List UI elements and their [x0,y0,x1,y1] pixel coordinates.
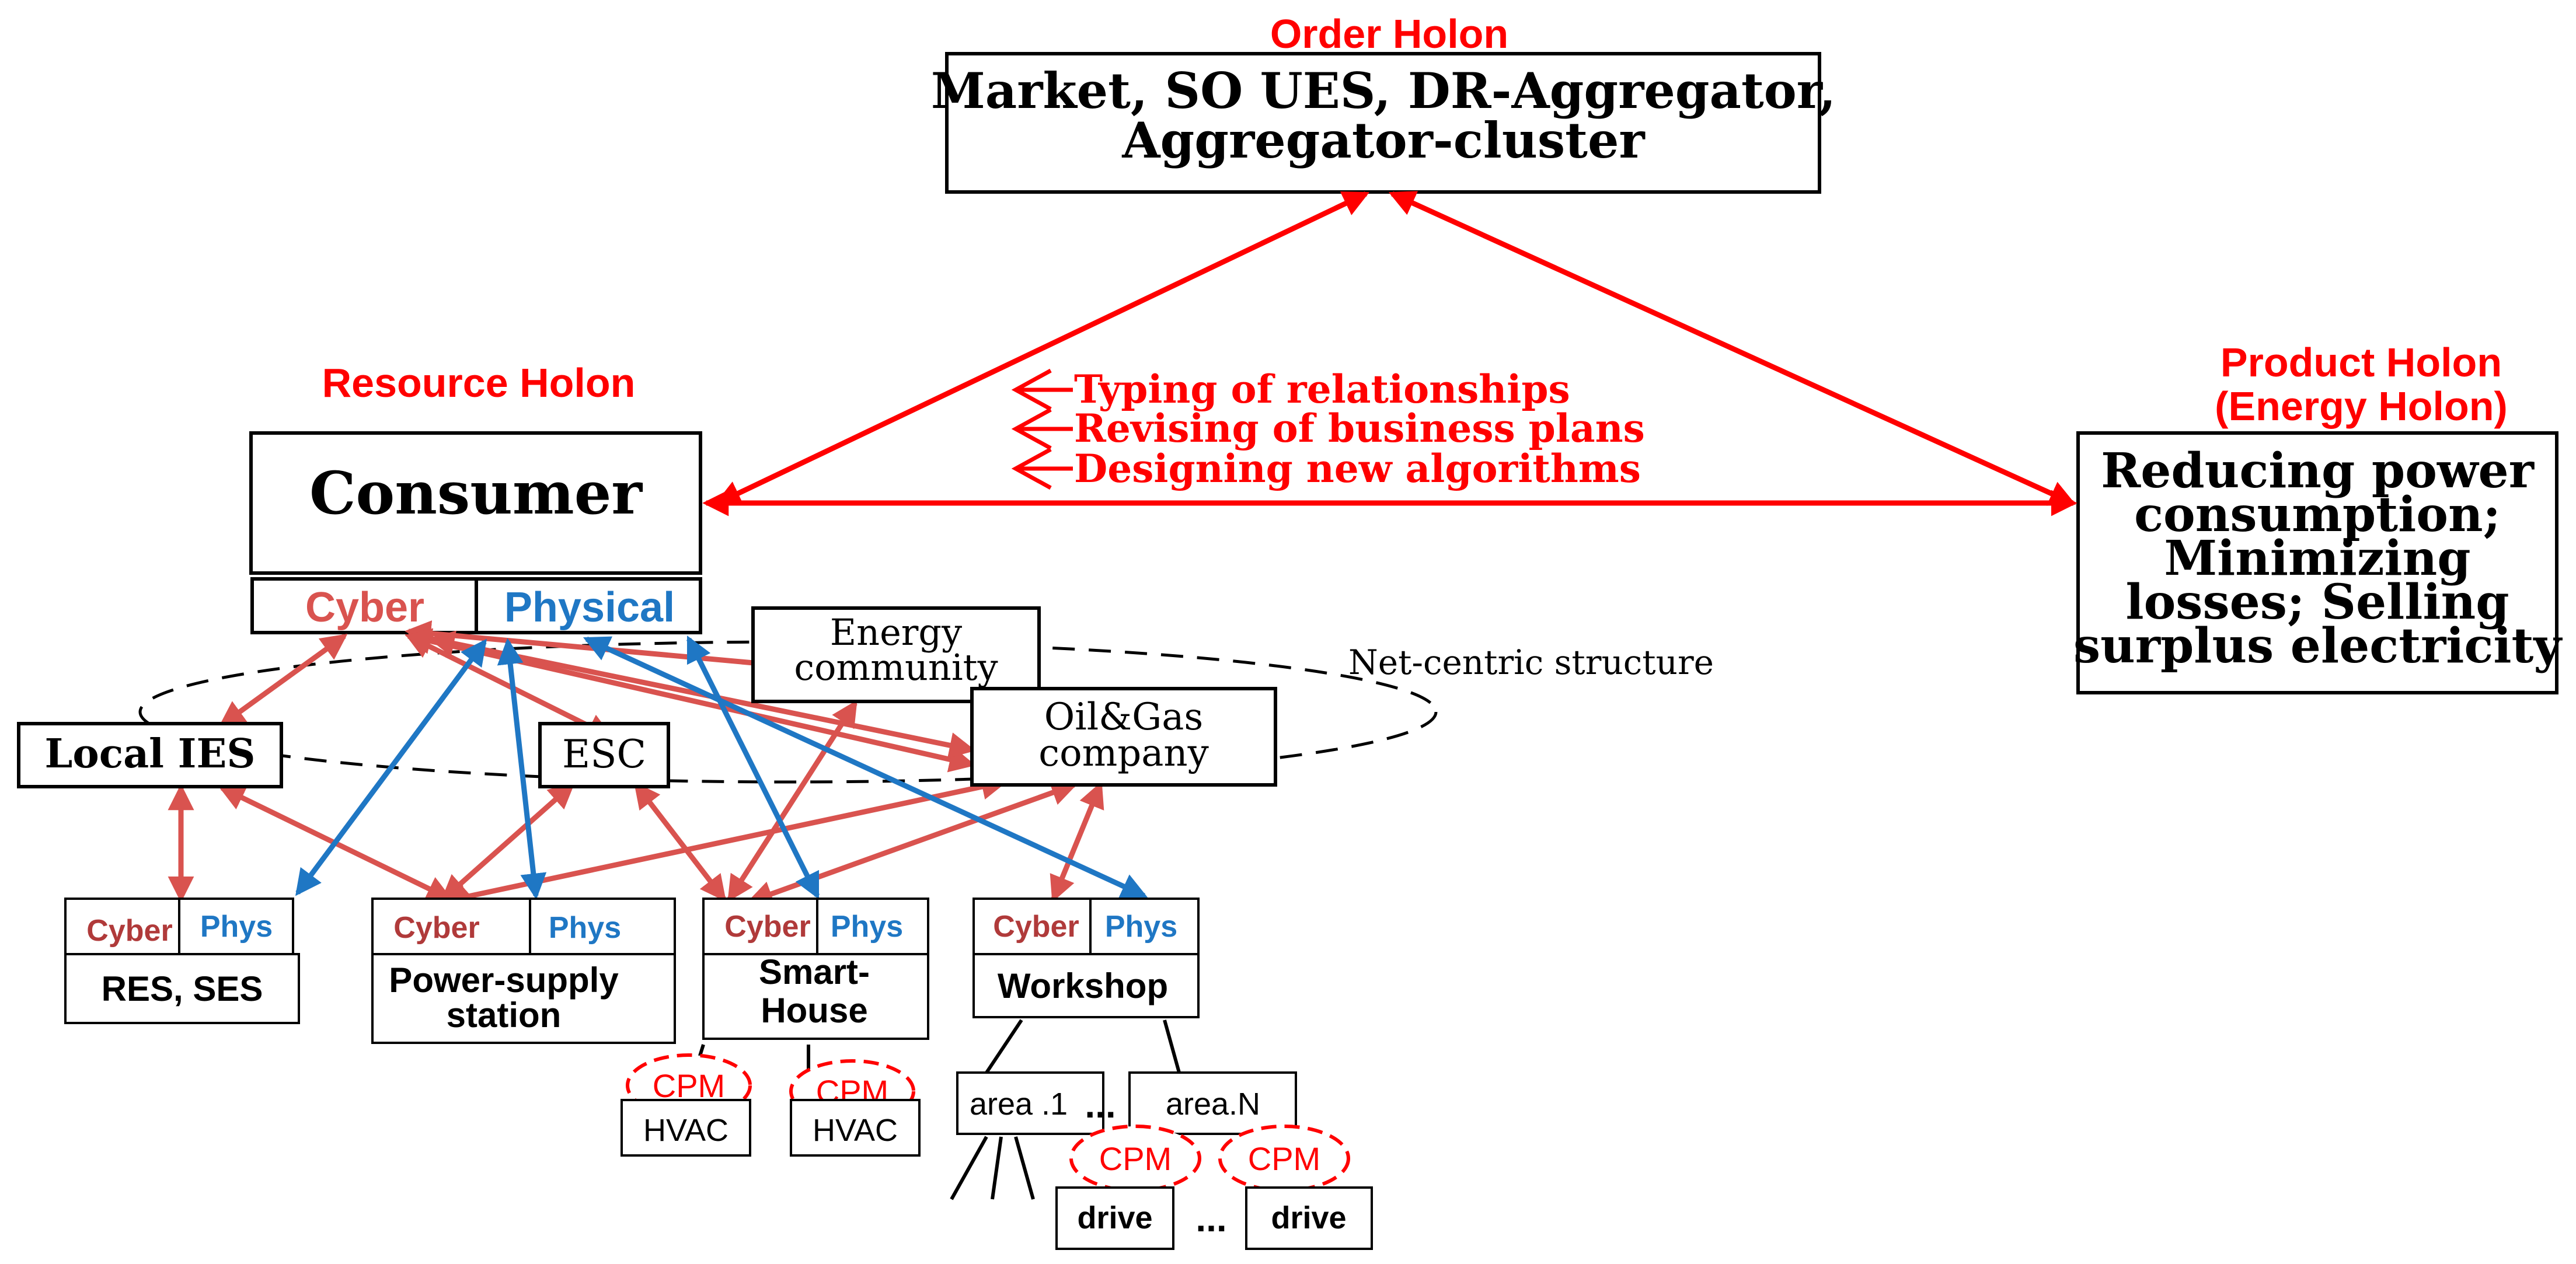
power-name-line2: station [447,996,562,1035]
cyber-arrow-esc-power [440,782,576,902]
smart-name-line1: Smart- [759,952,870,991]
workshop-name-label: Workshop [998,966,1168,1005]
order-holon-line2: Aggregator-cluster [1121,111,1646,169]
power-phys-cell [529,898,676,955]
hvac-box-2 [790,1099,921,1157]
hvac-box-1 [621,1099,751,1157]
consumer-label: Consumer [309,459,643,528]
product-holon-line-1: Reducing power [2101,443,2535,499]
area-n-box [1128,1071,1297,1135]
energy-community-line1: Energy [830,611,962,654]
oil-gas-line1: Oil&Gas [1044,696,1204,739]
drive-ellipsis: ... [1195,1197,1226,1239]
drive-label-1: drive [1077,1200,1152,1235]
power-name-cell [371,953,676,1044]
res-phys-cell [178,898,294,955]
power-name-line1: Power-supply [389,961,619,1000]
local-ies-label: Local IES [45,731,256,777]
consumer-cyber-label: Cyber [305,584,424,631]
product-holon-line-4: losses; Selling [2125,574,2509,630]
workshop-tree-left [985,1019,1023,1074]
smart-name-line2: House [761,991,867,1030]
drive-label-2: drive [1271,1200,1346,1235]
hvac-label-2: HVAC [813,1113,898,1148]
unit-workshop: Cyber Phys Workshop [972,898,1200,1018]
product-holon-heading-2: (Energy Holon) [2215,383,2508,429]
res-name-label: RES, SES [102,969,263,1008]
physical-arrow-workshop [583,636,1148,899]
workshop-name-cell [972,953,1200,1018]
product-holon-line-5: surplus electricity [2073,618,2563,674]
physical-arrow-power [497,638,547,900]
res-phys-label: Phys [200,910,273,944]
consumer-box [249,431,702,575]
order-holon-heading: Order Holon [1270,11,1508,57]
product-holon-line-2: consumption; [2134,487,2501,543]
oil-gas-box [970,687,1277,787]
smart-phys-cell [816,898,929,955]
smart-phys-label: Phys [831,910,903,944]
power-cyber-cell [371,898,531,955]
smart-cyber-label: Cyber [724,910,810,944]
res-cyber-label: Cyber [86,914,172,948]
esc-box [538,722,670,788]
cyber-arrow-esc-smart [633,781,727,902]
physical-arrows [295,635,1148,900]
unit-power-supply: Cyber Phys Power-supply station [371,898,676,1044]
area-1-leg-1 [950,1136,988,1200]
drive-box-1 [1055,1186,1174,1250]
area-1-leg-2 [991,1136,1003,1200]
cyber-arrow-consumer-localies [218,634,348,727]
esc-label: ESC [562,732,646,777]
energy-community-box [751,606,1041,703]
cyber-arrow-oilgas-workshop [1050,781,1104,903]
area-n-label: area.N [1166,1087,1260,1122]
unit-smart-house: Cyber Phys Smart- House [702,898,929,1040]
energy-community-line2: community [794,646,998,689]
product-holon-line-3: Minimizing [2164,530,2470,586]
res-name-cell [64,953,300,1024]
order-product-arrow [1388,191,2076,506]
workshop-tree-right [1163,1019,1181,1073]
relation-item-2: Revising of business plans [1074,406,1645,451]
smart-name-cell [702,953,929,1040]
oil-gas-line2: company [1038,732,1209,775]
physical-arrow-res [295,638,487,896]
unit-res-ses: Cyber Phys RES, SES [64,898,300,1024]
product-holon-heading-1: Product Holon [2221,340,2502,385]
workshop-cyber-label: Cyber [993,910,1079,944]
cpm-label-3: CPM [1099,1140,1172,1177]
area-1-leg-3 [1014,1136,1035,1200]
relation-item-3: Designing new algorithms [1074,446,1641,491]
relation-item-1: Typing of relationships [1074,366,1570,412]
power-cyber-label: Cyber [393,911,479,945]
workshop-phys-label: Phys [1105,910,1177,944]
net-centric-label: Net-centric structure [1348,643,1714,682]
area-1-label: area .1 [970,1087,1068,1122]
drive-box-2 [1245,1186,1373,1250]
local-ies-box [17,722,283,788]
cpm-label-4: CPM [1248,1140,1320,1177]
product-holon-box [2076,431,2558,694]
order-holon-box [945,52,1821,194]
area-ellipsis: ... [1085,1084,1116,1126]
resource-holon-heading: Resource Holon [322,360,636,406]
consumer-physical-label: Physical [504,584,675,631]
hvac-label-1: HVAC [643,1113,728,1148]
cpm-label-1: CPM [653,1067,725,1104]
order-resource-arrow [714,191,1370,506]
power-phys-label: Phys [549,911,621,945]
order-holon-line1: Market, SO UES, DR-Aggregator, [931,62,1836,120]
area-1-box [956,1071,1104,1135]
